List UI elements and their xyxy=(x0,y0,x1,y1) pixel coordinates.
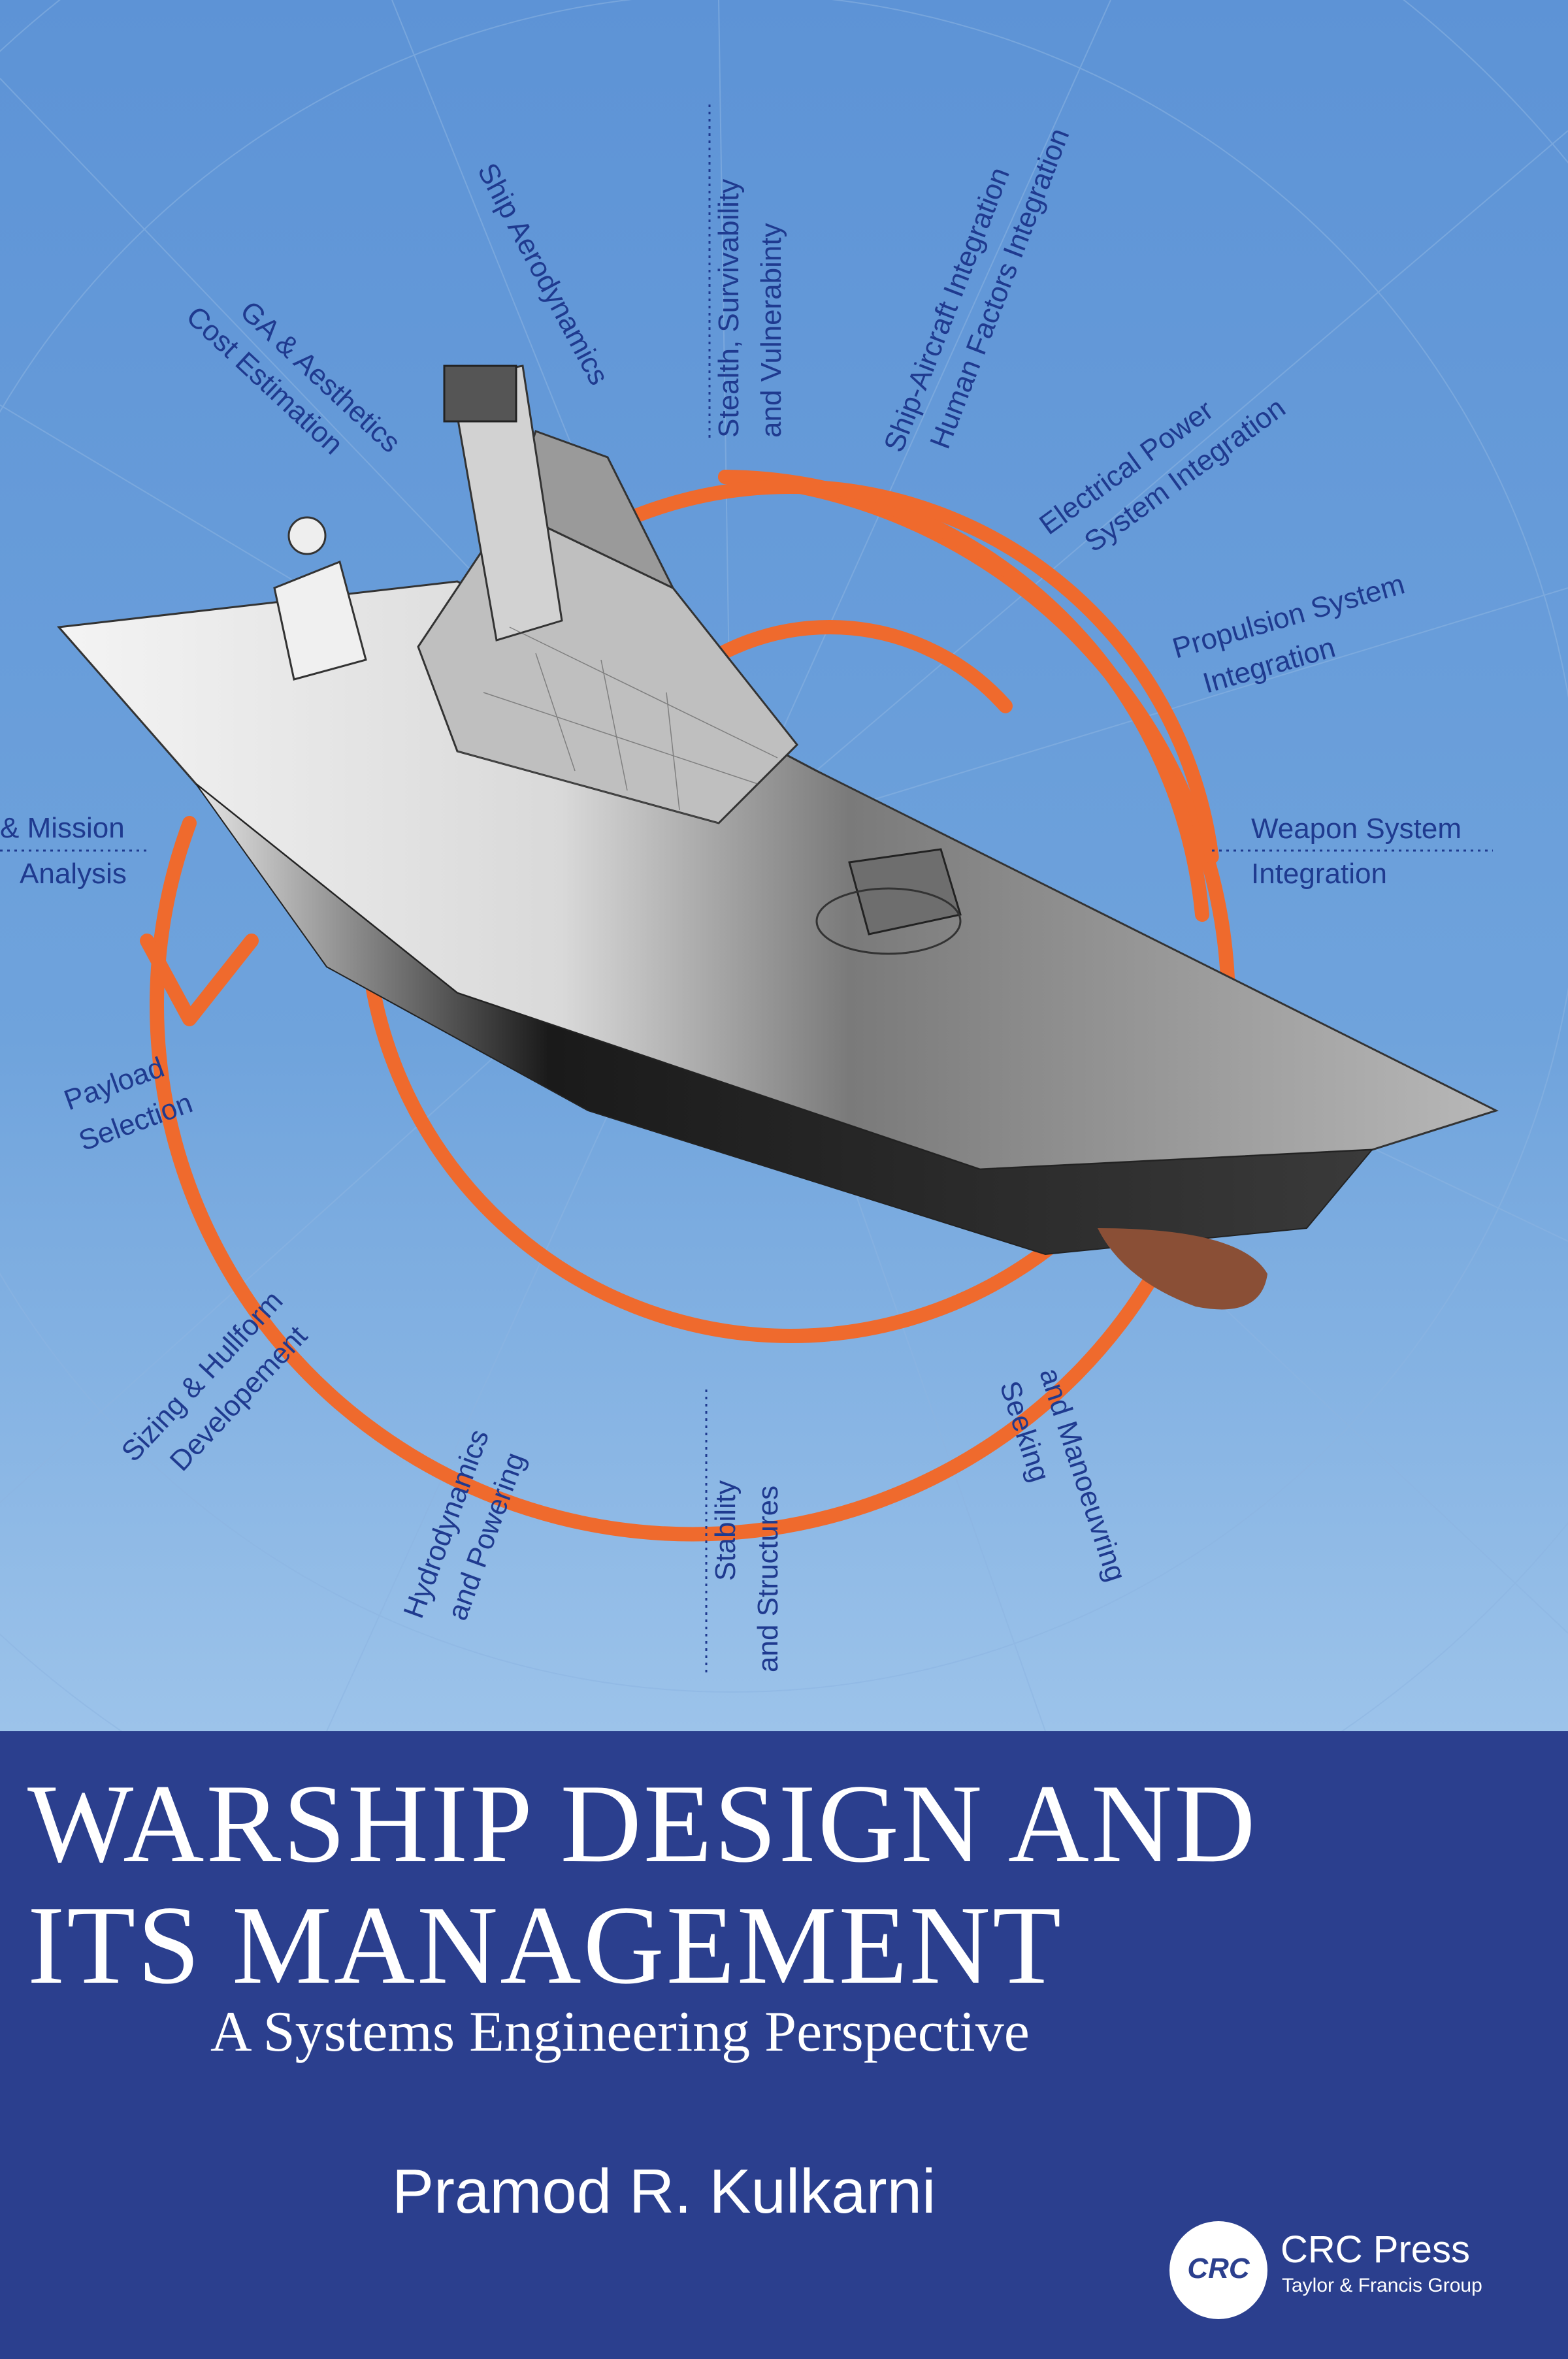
book-title-line-2: ITS MANAGEMENT xyxy=(27,1883,1064,2008)
label-mission: & Mission Analysis xyxy=(0,812,150,890)
svg-text:Integration: Integration xyxy=(1251,858,1387,890)
spiral-arrowhead xyxy=(140,934,259,1026)
svg-text:and Structures: and Structures xyxy=(752,1486,784,1672)
book-subtitle: A Systems Engineering Perspective xyxy=(210,2000,1030,2064)
warship-illustration xyxy=(56,365,1499,1310)
svg-text:and Vulnerabinty: and Vulnerabinty xyxy=(755,223,787,438)
crc-logo-icon: CRC xyxy=(1169,2221,1267,2319)
publisher-group: Taylor & Francis Group xyxy=(1282,2275,1482,2296)
book-title-line-1: WARSHIP DESIGN AND xyxy=(27,1762,1258,1886)
svg-text:Stability: Stability xyxy=(710,1480,742,1581)
label-weapon-system: Weapon System Integration xyxy=(1212,813,1493,890)
cover-illustration: & Mission Analysis GA & Aesthetics Cost … xyxy=(0,0,1568,1731)
book-title: WARSHIP DESIGN AND ITS MANAGEMENT xyxy=(27,1762,1258,2008)
svg-text:Analysis: Analysis xyxy=(20,858,127,890)
svg-text:Weapon System: Weapon System xyxy=(1251,813,1462,845)
book-author: Pramod R. Kulkarni xyxy=(392,2156,936,2226)
svg-text:Stealth, Survivability: Stealth, Survivability xyxy=(713,179,745,438)
publisher-name: CRC Press xyxy=(1281,2228,1471,2271)
crc-logo-text: CRC xyxy=(1187,2253,1250,2285)
label-stealth: Stealth, Survivability and Vulnerabinty xyxy=(708,105,787,438)
label-stability: Stability and Structures xyxy=(705,1385,784,1672)
title-band xyxy=(0,1731,1568,2359)
svg-text:& Mission: & Mission xyxy=(0,812,125,844)
publisher-block: CRC CRC Press Taylor & Francis Group xyxy=(1169,2215,1535,2345)
